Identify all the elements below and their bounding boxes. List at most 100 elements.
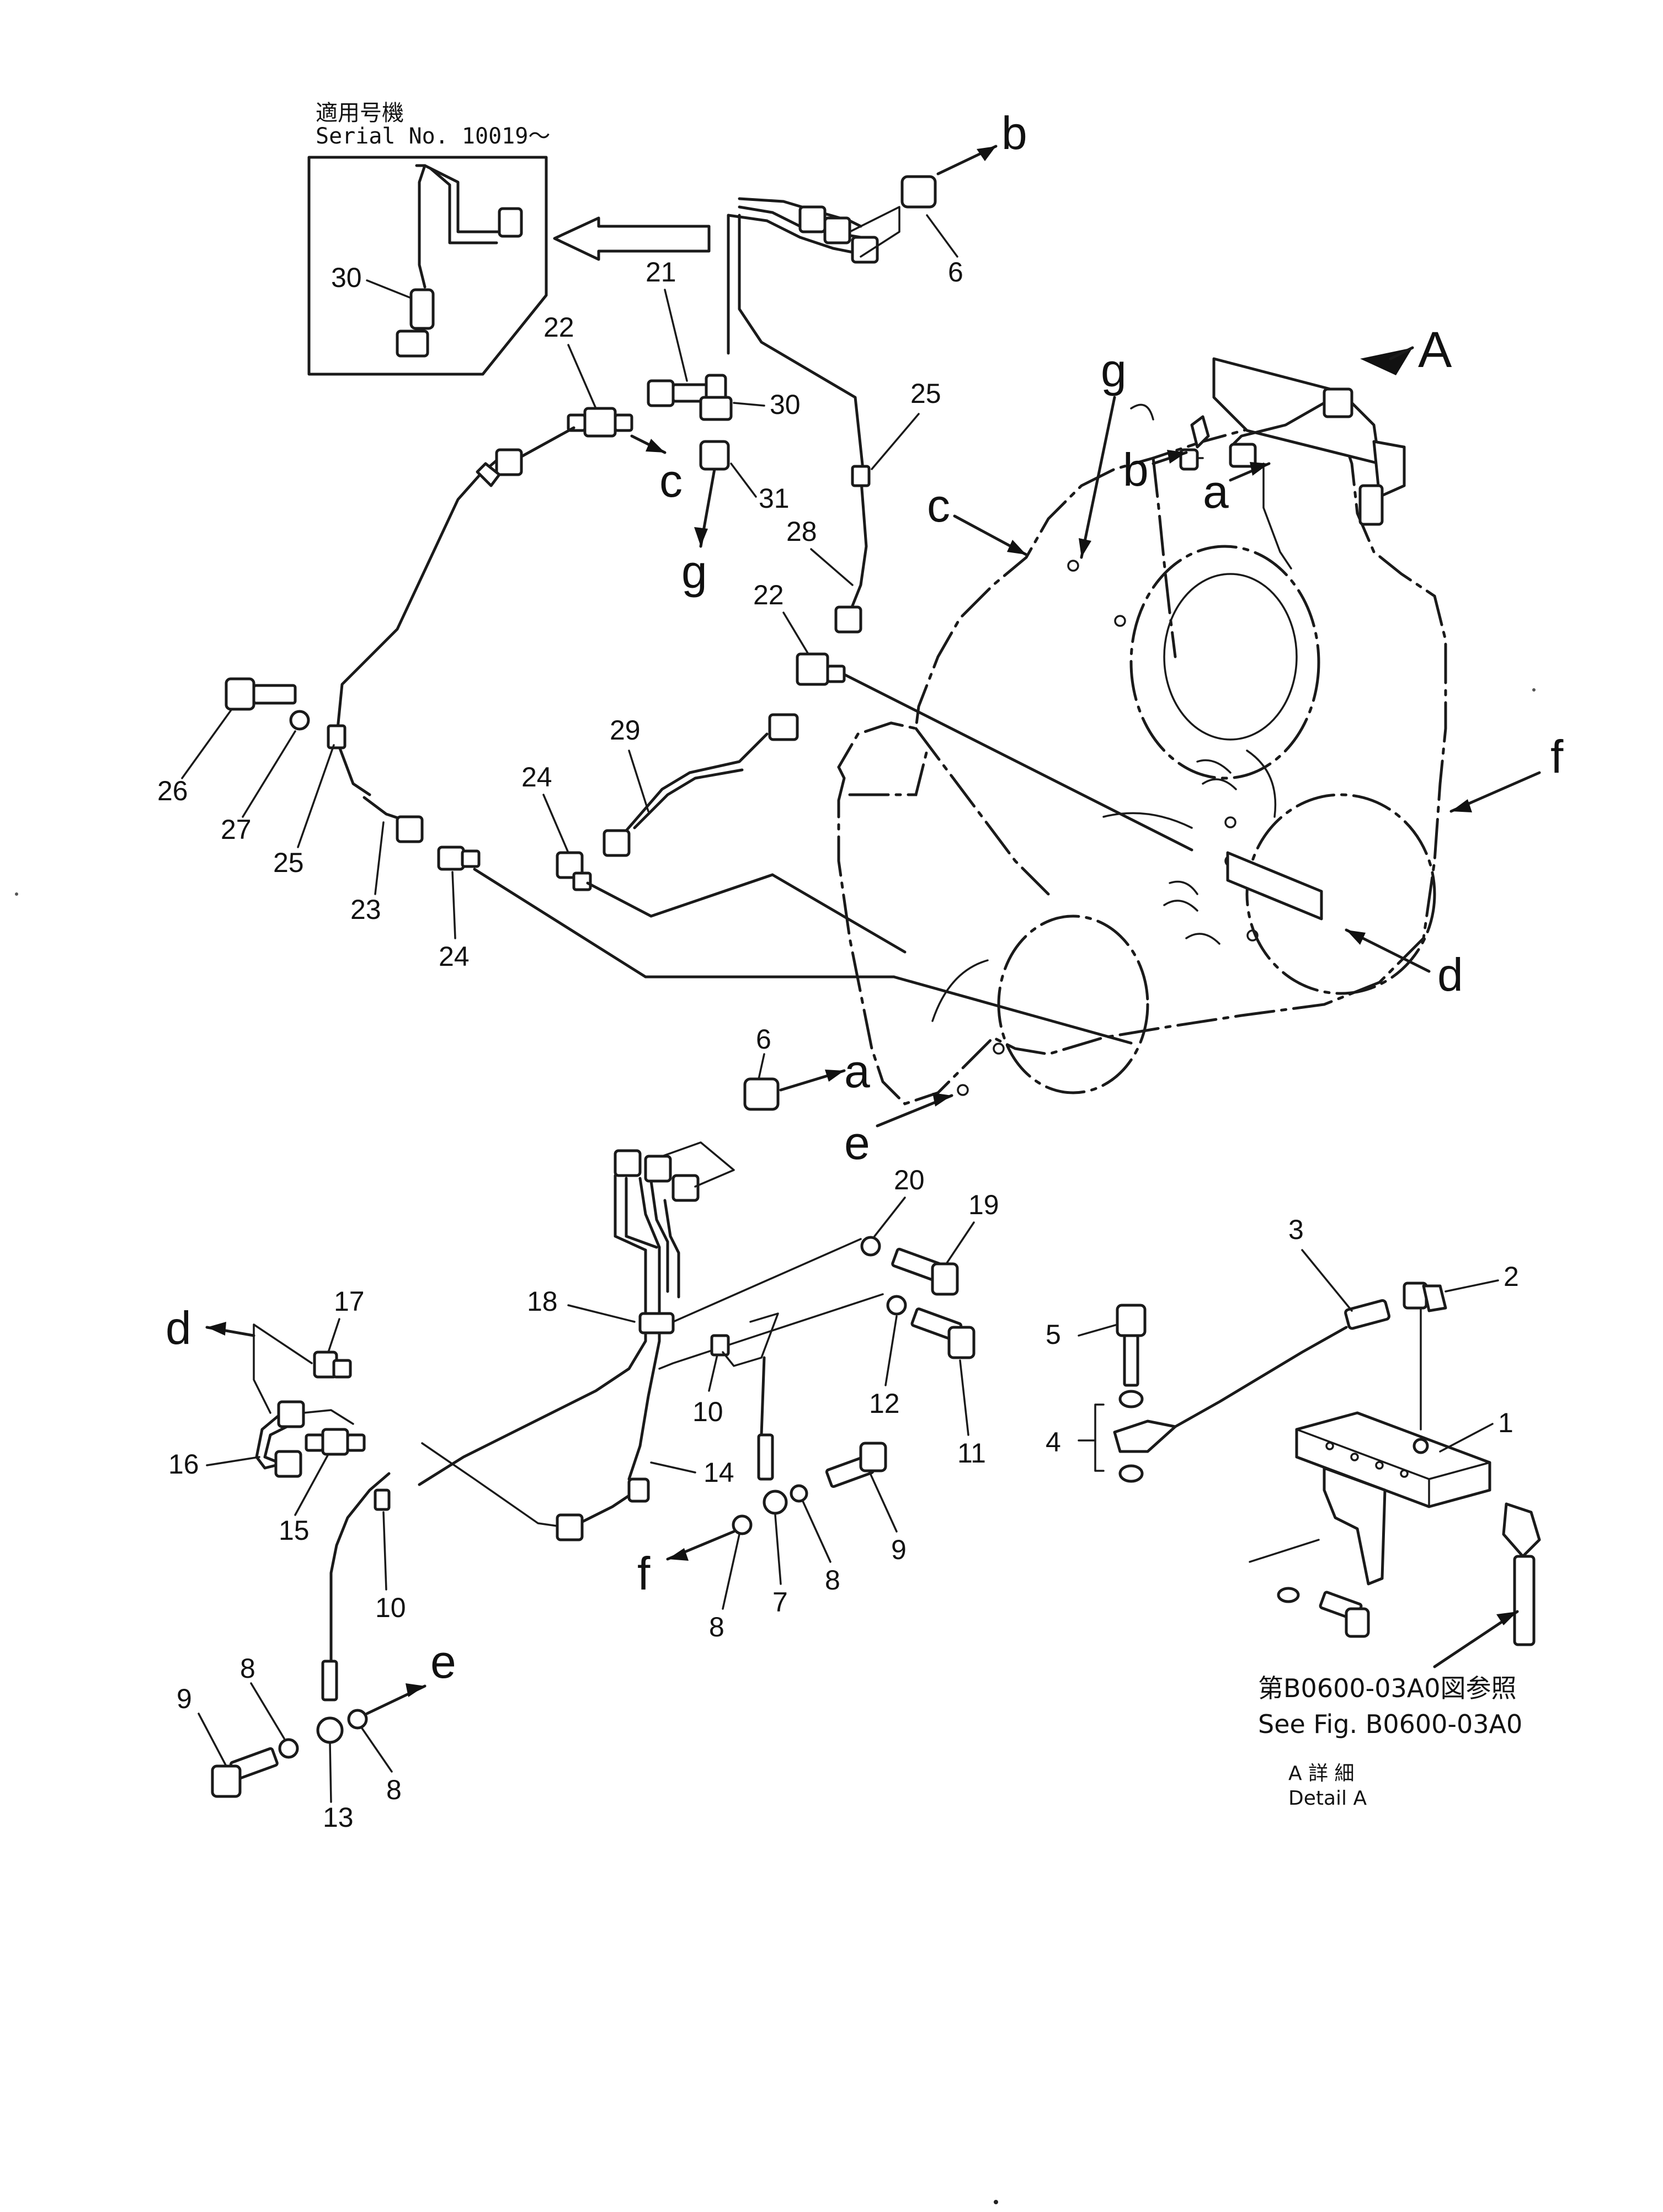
callout-4: 4 <box>1046 1427 1061 1458</box>
callout-22-top: 22 <box>543 312 574 343</box>
detail-ref-jp: 第B0600-03A0図参照 <box>1258 1673 1517 1703</box>
callout-19: 19 <box>968 1189 999 1220</box>
pipe-23-route <box>327 426 575 843</box>
pipe-bundle-18 <box>418 1141 884 1541</box>
letter-g-top: g <box>681 546 707 598</box>
callout-3: 3 <box>1288 1214 1304 1245</box>
washer-12 <box>886 1295 907 1316</box>
inset-nut <box>498 207 523 238</box>
callout-24-mid: 24 <box>521 762 552 793</box>
bolt-19 <box>891 1247 959 1296</box>
callout-10-left: 10 <box>375 1592 406 1623</box>
letter-c-top: c <box>659 455 683 507</box>
callout-12: 12 <box>869 1388 900 1419</box>
washer-8-left <box>278 1738 299 1759</box>
housing-bore-side <box>1245 793 1436 995</box>
letter-g-engine: g <box>1101 344 1127 396</box>
callout-17: 17 <box>334 1286 365 1317</box>
letter-d-engine: d <box>1437 949 1463 1001</box>
fitting-24-low <box>437 846 1133 1045</box>
bolt-9-mid <box>825 1442 887 1488</box>
callout-25-right: 25 <box>910 378 941 409</box>
letter-b-top: b <box>1001 107 1027 159</box>
inset-pipe <box>415 164 509 233</box>
letter-e-engine: e <box>844 1117 870 1169</box>
callout-9-mid: 9 <box>891 1534 907 1565</box>
callout-14: 14 <box>703 1457 734 1488</box>
fitting-6-mid <box>743 1069 846 1111</box>
callout-31: 31 <box>759 483 790 514</box>
callout-11: 11 <box>957 1438 986 1469</box>
fitting-30 <box>699 374 733 421</box>
callout-30: 30 <box>770 389 801 420</box>
letter-A: A <box>1418 322 1452 378</box>
inset-frame <box>307 156 548 376</box>
callout-6-top: 6 <box>948 257 963 288</box>
callout-2: 2 <box>1504 1261 1519 1292</box>
callout-18: 18 <box>527 1286 558 1317</box>
callout-22-mid: 22 <box>753 579 784 610</box>
washer-8-upper <box>790 1484 808 1503</box>
callout-10-mid: 10 <box>692 1396 723 1427</box>
hose-29 <box>603 713 799 857</box>
manifold-1 <box>1295 1411 1491 1508</box>
detail-ref-en: See Fig. B0600-03A0 <box>1258 1709 1522 1739</box>
callout-9-low: 9 <box>177 1683 192 1714</box>
bolt-9-low <box>211 1747 279 1798</box>
callout-21: 21 <box>646 257 676 288</box>
callout-1: 1 <box>1498 1407 1513 1438</box>
callout-5: 5 <box>1046 1319 1061 1350</box>
fitting-17 <box>313 1350 352 1379</box>
callout-29: 29 <box>610 715 641 746</box>
callout-27: 27 <box>221 814 252 845</box>
top-pipe-assembly <box>727 197 900 476</box>
inset-model-label-jp: 適用号機 <box>316 100 404 126</box>
eye-7 <box>763 1490 788 1515</box>
callout-16: 16 <box>168 1449 199 1480</box>
callout-8-mid-b: 8 <box>709 1612 724 1642</box>
callout-23: 23 <box>350 894 381 925</box>
callout-8-left-a: 8 <box>240 1653 255 1684</box>
valve-block-top <box>1130 357 1406 570</box>
letter-d-left: d <box>166 1302 191 1354</box>
inset-reference-arrow <box>553 216 711 261</box>
bolt-26 <box>225 677 297 711</box>
callout-25-left: 25 <box>273 847 304 878</box>
washer-27 <box>289 710 310 731</box>
fitting-6-top <box>900 145 998 209</box>
serial-inset: 適用号機 Serial No. 10019～ 30 <box>307 100 550 376</box>
inset-serial-label: Serial No. 10019～ <box>316 124 550 149</box>
callout-8-mid-a: 8 <box>825 1565 840 1596</box>
eye-13 <box>316 1716 344 1744</box>
callout-20: 20 <box>894 1165 925 1195</box>
letter-b-engine: b <box>1123 444 1149 496</box>
callout-inset-30: 30 <box>331 262 362 293</box>
callout-26: 26 <box>157 775 188 806</box>
callout-24-low: 24 <box>439 941 470 972</box>
letter-f-bottom: f <box>637 1548 651 1599</box>
tee-22-mid <box>796 652 1193 852</box>
tee-15 <box>305 1428 366 1456</box>
detail-A-jp: A 詳 細 <box>1288 1762 1355 1785</box>
housing-bore-front <box>997 914 1149 1094</box>
callout-8-left-b: 8 <box>386 1774 402 1805</box>
washer-8-right <box>347 1709 368 1730</box>
callout-7: 7 <box>772 1587 788 1618</box>
letter-e-bottom: e <box>430 1636 456 1688</box>
callout-28: 28 <box>786 516 817 547</box>
callout-6-mid: 6 <box>756 1024 771 1055</box>
letter-a-engine: a <box>1203 466 1229 518</box>
detail-A <box>1094 1282 1541 1668</box>
callout-13: 13 <box>323 1802 354 1833</box>
letter-c-engine: c <box>927 480 950 531</box>
inset-hose <box>409 288 435 330</box>
fitting-31 <box>694 440 730 548</box>
transmission-housing <box>837 418 1447 1105</box>
letter-a-mid: a <box>844 1045 870 1097</box>
fitting-24-mid <box>556 851 907 954</box>
housing-bore-top <box>1129 545 1320 780</box>
detail-A-en: Detail A <box>1288 1787 1367 1810</box>
hose-28 <box>834 465 871 634</box>
housing-plate <box>1226 851 1323 921</box>
